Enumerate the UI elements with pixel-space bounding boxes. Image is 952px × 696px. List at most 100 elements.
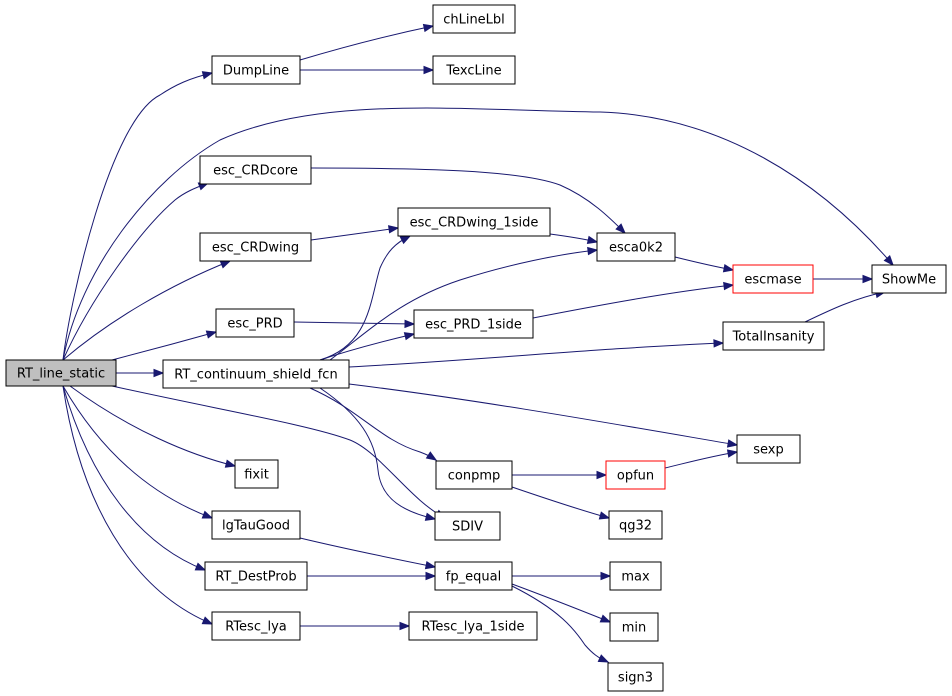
- node-box[interactable]: [5, 359, 117, 387]
- node-label: sexp: [753, 443, 784, 458]
- node-box[interactable]: [234, 459, 279, 489]
- arrowhead-icon: [600, 571, 612, 581]
- node-box[interactable]: [162, 359, 350, 389]
- node-box[interactable]: [596, 232, 676, 262]
- node-escmase[interactable]: escmase: [732, 264, 814, 294]
- node-label: escmase: [744, 273, 801, 288]
- node-box[interactable]: [608, 510, 663, 540]
- edge-RT_line_static-to-esc_CRDwing: [62, 260, 232, 361]
- arrowhead-icon: [615, 223, 626, 234]
- node-box[interactable]: [607, 662, 664, 692]
- node-box[interactable]: [432, 55, 516, 85]
- arrowhead-icon: [883, 255, 894, 267]
- node-esc-prd[interactable]: esc_PRD: [215, 308, 295, 338]
- edge-RT_line_static-to-DumpLine: [62, 71, 214, 361]
- node-box[interactable]: [736, 434, 801, 464]
- node-rt-line-static[interactable]: RT_line_static: [5, 359, 117, 387]
- node-sexp[interactable]: sexp: [736, 434, 801, 464]
- node-max[interactable]: max: [609, 561, 662, 591]
- node-rt-destprob[interactable]: RT_DestProb: [204, 561, 308, 591]
- edge-fp_equal-to-min: [511, 583, 612, 623]
- node-box[interactable]: [434, 511, 501, 541]
- edge-esc_CRDwing-to-esc_CRDwing_1side: [310, 225, 400, 241]
- node-texcline[interactable]: TexcLine: [432, 55, 516, 85]
- edge-esc_CRDwing_1side-to-esca0k2: [549, 233, 599, 245]
- node-box[interactable]: [204, 561, 308, 591]
- node-rt-continuum-shield-fcn[interactable]: RT_continuum_shield_fcn: [162, 359, 350, 389]
- edge-line: [532, 284, 734, 319]
- node-label: sign3: [618, 671, 653, 686]
- node-esc-crdcore[interactable]: esc_CRDcore: [199, 155, 312, 185]
- node-min[interactable]: min: [609, 612, 659, 642]
- node-box[interactable]: [211, 611, 301, 641]
- arrowhead-icon: [596, 470, 608, 480]
- node-sign3[interactable]: sign3: [607, 662, 664, 692]
- node-rtesc-lya-1side[interactable]: RTesc_lya_1side: [408, 611, 538, 641]
- arrowhead-icon: [726, 439, 739, 448]
- node-box[interactable]: [609, 561, 662, 591]
- edge-RT_line_static-to-RTesc_lya: [62, 385, 214, 625]
- edge-line: [319, 333, 415, 361]
- node-dumpline[interactable]: DumpLine: [211, 55, 301, 85]
- node-box[interactable]: [434, 561, 513, 591]
- edge-line: [69, 385, 236, 467]
- node-box[interactable]: [413, 309, 534, 339]
- node-fixit[interactable]: fixit: [234, 459, 279, 489]
- node-box[interactable]: [408, 611, 538, 641]
- edge-RT_continuum_shield_fcn-to-esc_CRDwing_1side: [319, 235, 412, 361]
- node-box[interactable]: [435, 460, 513, 490]
- edge-RT_line_static-to-RT_DestProb: [62, 385, 207, 571]
- node-label: TexcLine: [445, 64, 501, 79]
- node-qg32[interactable]: qg32: [608, 510, 663, 540]
- arrowhead-icon: [598, 511, 611, 520]
- edge-line: [62, 72, 213, 361]
- arrowhead-icon: [587, 246, 599, 256]
- edge-line: [319, 235, 411, 361]
- edge-RT_line_static-to-lgTauGood: [62, 385, 214, 519]
- edge-fp_equal-to-max: [512, 571, 612, 581]
- node-rtesc-lya[interactable]: RTesc_lya: [211, 611, 301, 641]
- node-label: opfun: [617, 469, 654, 484]
- node-esca0k2[interactable]: esca0k2: [596, 232, 676, 262]
- node-label: conpmp: [448, 469, 501, 484]
- node-box[interactable]: [605, 460, 666, 490]
- arrowhead-icon: [424, 512, 437, 521]
- arrowhead-icon: [399, 621, 411, 631]
- node-esc-crdwing-1side[interactable]: esc_CRDwing_1side: [397, 207, 551, 237]
- edge-esca0k2-to-escmase: [674, 256, 735, 273]
- node-showme[interactable]: ShowMe: [871, 264, 947, 294]
- node-box[interactable]: [211, 510, 301, 540]
- node-label: esc_CRDwing: [212, 241, 299, 256]
- node-totalinsanity[interactable]: TotalInsanity: [722, 321, 825, 351]
- arrowhead-icon: [599, 614, 612, 623]
- edge-lgTauGood-to-fp_equal: [299, 537, 437, 570]
- edge-esc_PRD_1side-to-escmase: [532, 281, 735, 319]
- node-box[interactable]: [199, 232, 312, 262]
- node-label: RT_continuum_shield_fcn: [174, 368, 337, 383]
- node-chlinelbl[interactable]: chLineLbl: [432, 4, 516, 34]
- node-box[interactable]: [199, 155, 312, 185]
- arrowhead-icon: [201, 510, 214, 519]
- edge-line: [329, 249, 598, 361]
- node-opfun[interactable]: opfun: [605, 460, 666, 490]
- node-label: RT_line_static: [17, 367, 105, 382]
- node-box[interactable]: [609, 612, 659, 642]
- edge-RT_line_static-to-RT_continuum_shield_fcn: [116, 368, 165, 378]
- node-box[interactable]: [211, 55, 301, 85]
- node-esc-crdwing[interactable]: esc_CRDwing: [199, 232, 312, 262]
- node-box[interactable]: [732, 264, 814, 294]
- arrowhead-icon: [862, 274, 874, 284]
- node-sdiv[interactable]: SDIV: [434, 511, 501, 541]
- node-box[interactable]: [722, 321, 825, 351]
- node-box[interactable]: [871, 264, 947, 294]
- node-esc-prd-1side[interactable]: esc_PRD_1side: [413, 309, 534, 339]
- node-fp-equal[interactable]: fp_equal: [434, 561, 513, 591]
- node-lgtaugood[interactable]: lgTauGood: [211, 510, 301, 540]
- arrowhead-icon: [425, 451, 438, 461]
- edge-DumpLine-to-chLineLbl: [299, 23, 435, 61]
- node-box[interactable]: [215, 308, 295, 338]
- edge-line: [319, 387, 436, 520]
- node-box[interactable]: [432, 4, 516, 34]
- node-conpmp[interactable]: conpmp: [435, 460, 513, 490]
- node-box[interactable]: [397, 207, 551, 237]
